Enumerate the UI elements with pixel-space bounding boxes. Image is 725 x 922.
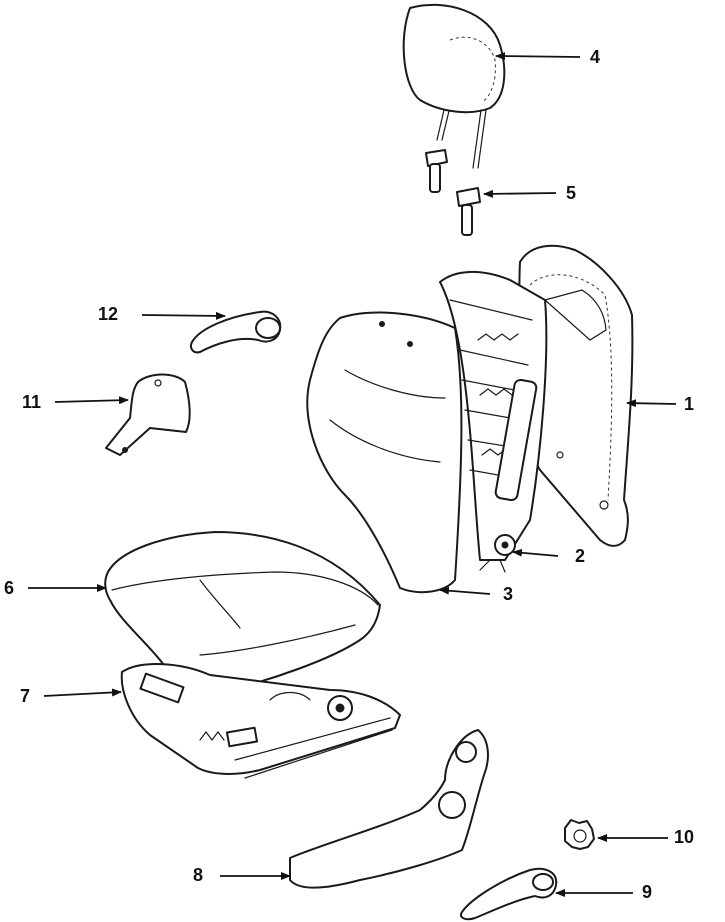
seat-back-frame-part xyxy=(439,270,548,573)
seat-track-frame-part xyxy=(120,663,401,779)
callout-label-6: 6 xyxy=(4,578,15,598)
callout-label-5: 5 xyxy=(566,183,577,203)
callout-label-10: 10 xyxy=(674,827,695,847)
leader-7 xyxy=(43,688,122,697)
adjust-handle-part xyxy=(190,310,282,354)
headrest-guide-part xyxy=(425,149,481,236)
callout-label-9: 9 xyxy=(642,882,653,902)
leader-4 xyxy=(495,52,581,61)
callout-label-4: 4 xyxy=(590,47,601,67)
leader-12 xyxy=(141,311,226,320)
seat-back-cushion-part xyxy=(306,311,463,594)
leader-1 xyxy=(626,399,677,408)
leader-5 xyxy=(483,189,557,198)
callout-label-11: 11 xyxy=(22,392,42,412)
callout-label-1: 1 xyxy=(684,394,695,414)
callout-label-8: 8 xyxy=(193,865,204,885)
callout-label-7: 7 xyxy=(20,686,31,706)
leader-2 xyxy=(512,548,559,557)
side-trim-panel-part xyxy=(289,729,489,889)
leader-11 xyxy=(54,396,129,405)
callout-label-2: 2 xyxy=(575,546,586,566)
recliner-lever-part xyxy=(460,867,558,921)
callout-label-3: 3 xyxy=(503,584,514,604)
leader-lines xyxy=(28,52,677,897)
seat-cover-bracket-part xyxy=(105,373,191,456)
callout-label-12: 12 xyxy=(98,304,119,324)
height-adjust-knob-part xyxy=(564,819,595,850)
leader-3 xyxy=(439,586,491,595)
seat-cushion-part xyxy=(104,531,381,693)
headrest-part xyxy=(402,3,506,169)
